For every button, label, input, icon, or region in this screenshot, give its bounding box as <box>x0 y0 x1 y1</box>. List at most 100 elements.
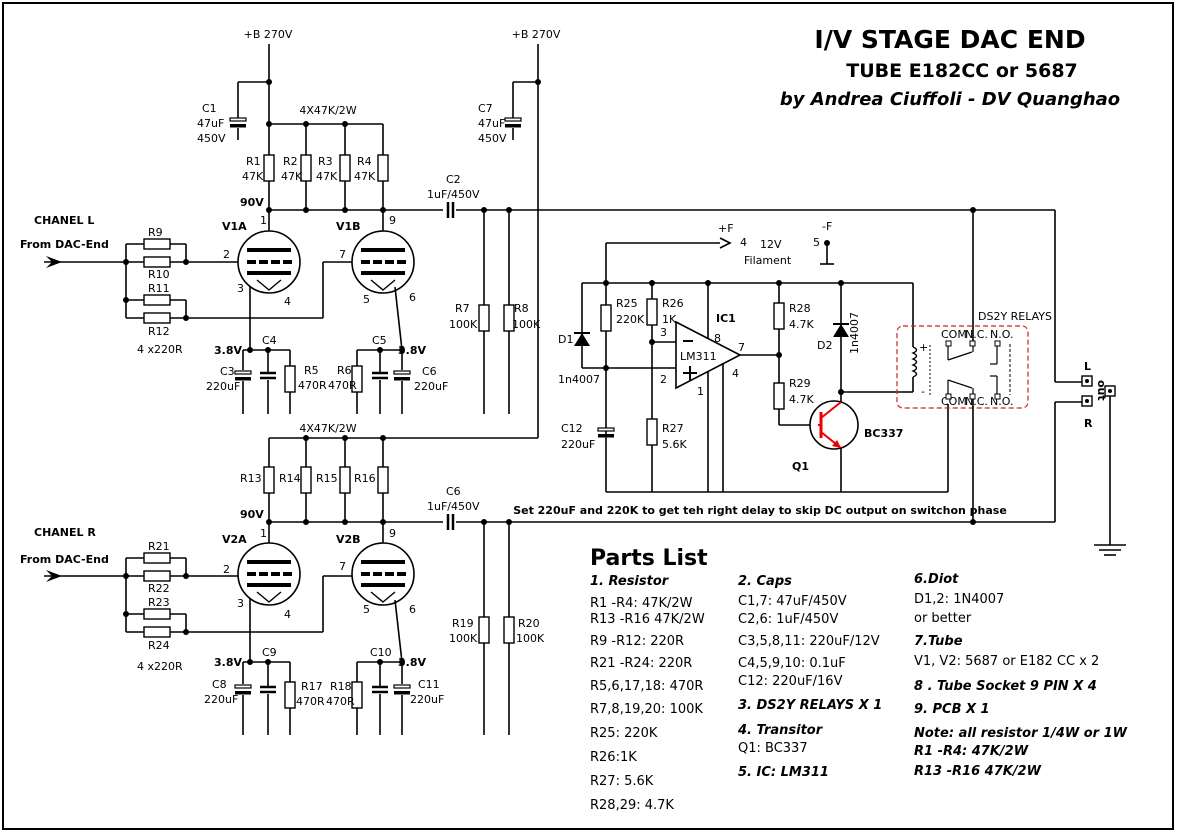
b-plus-right: +B 270V C7 47uF 450V <box>269 28 561 439</box>
resistor-r17 <box>284 681 296 709</box>
cathode-voltage-v2a: 3.8V <box>214 656 242 669</box>
parts-caps-item: C2,6: 1uF/450V <box>738 612 838 627</box>
channel-l-name: CHANEL L <box>34 214 94 227</box>
relay-ds2y: DS2Y RELAYS + - COM N.C. N.O. COM N.C. N… <box>896 210 1126 556</box>
r18-value: 470R <box>326 695 355 708</box>
cap-c7 <box>504 117 522 129</box>
minus-f-number: 5 <box>813 236 820 249</box>
ic-pin-3: 3 <box>660 326 667 339</box>
ic-pin-1: 1 <box>697 385 704 398</box>
title-line2: TUBE E182CC or 5687 <box>846 60 1078 82</box>
c1-name: C1 <box>202 102 217 115</box>
pin-5: 5 <box>363 293 370 306</box>
c8-name: C8 <box>212 678 227 691</box>
r7-value: 100K <box>449 318 478 331</box>
r5-name: R5 <box>304 364 319 377</box>
b-plus-right-label: +B 270V <box>512 28 561 41</box>
r12-name: R12 <box>148 325 170 338</box>
r27-value: 5.6K <box>662 438 687 451</box>
channel-r-name: CHANEL R <box>34 526 96 539</box>
tube-v1a <box>237 230 301 294</box>
ic-pin-4: 4 <box>732 367 739 380</box>
parts-tube-item: V1, V2: 5687 or E182 CC x 2 <box>914 654 1099 669</box>
pin-4: 4 <box>284 608 291 621</box>
parts-resistor-item: R7,8,19,20: 100K <box>590 702 703 717</box>
pin-3: 3 <box>237 597 244 610</box>
relay-label: DS2Y RELAYS <box>978 310 1052 323</box>
plate-voltage-l: 90V <box>240 196 264 209</box>
c11-value: 220uF <box>410 693 444 706</box>
parts-socket-heading: 8 . Tube Socket 9 PIN X 4 <box>914 679 1097 694</box>
r13-name: R13 <box>240 472 262 485</box>
parts-resistor-item: R9 -R12: 220R <box>590 634 684 649</box>
d2-value: 1n4007 <box>848 312 861 354</box>
cap-c11 <box>393 684 411 696</box>
r6-name: R6 <box>337 364 352 377</box>
relay-no-bottom: N.O. <box>990 395 1013 408</box>
parts-ic-heading: 5. IC: LM311 <box>738 765 829 780</box>
channel-r: 4X47K/2W R13 R14 R15 R16 90V C6 1uF/450V <box>20 422 1055 735</box>
relay-nc-top: N.C. <box>965 328 988 341</box>
title-line3: by Andrea Ciuffoli - DV Quanghao <box>780 89 1120 110</box>
resistor-r23 <box>143 608 171 620</box>
r22-name: R22 <box>148 582 170 595</box>
resistor-r28 <box>773 302 785 330</box>
ic1-name: IC1 <box>716 312 736 325</box>
plus-f-number: 4 <box>740 236 747 249</box>
c6-name-l: C6 <box>422 365 437 378</box>
parts-caps-item: C4,5,9,10: 0.1uF <box>738 656 846 671</box>
r1-name: R1 <box>246 155 261 168</box>
parts-resistor-item: R13 -R16 47K/2W <box>590 612 705 627</box>
resistor-r25 <box>600 304 612 332</box>
r17-value: 470R <box>296 695 325 708</box>
c1-value2: 450V <box>197 132 226 145</box>
c1-value1: 47uF <box>197 117 224 130</box>
resistor-r19 <box>478 616 490 644</box>
c3-value: 220uF <box>206 380 240 393</box>
r10-name: R10 <box>148 268 170 281</box>
c6-value-l: 220uF <box>414 380 448 393</box>
tube-v1a-label: V1A <box>222 220 247 233</box>
pin-1: 1 <box>260 527 267 540</box>
parts-diode-note: or better <box>914 611 972 626</box>
r18-name: R18 <box>330 680 352 693</box>
resistor-r27 <box>646 418 658 446</box>
parts-resistor-item: R28,29: 4.7K <box>590 798 674 813</box>
r17-name: R17 <box>301 680 323 693</box>
pin-1: 1 <box>260 214 267 227</box>
d1-value: 1n4007 <box>558 373 600 386</box>
relay-nc-bottom: N.C. <box>965 395 988 408</box>
q1-value: BC337 <box>864 427 903 440</box>
r4-value: 47K <box>354 170 376 183</box>
parts-diode-heading: 6.Diot <box>914 572 959 587</box>
resistor-r26 <box>646 298 658 326</box>
plus-f-label: +F <box>718 222 734 235</box>
r8-name: R8 <box>514 302 529 315</box>
r11-name: R11 <box>148 282 170 295</box>
ic1-value: LM311 <box>680 350 717 363</box>
resistor-r16 <box>377 466 389 494</box>
parts-pcb-heading: 9. PCB X 1 <box>914 702 990 717</box>
tube-v2a <box>237 542 301 606</box>
d1-name: D1 <box>558 333 573 346</box>
resistor-r14 <box>300 466 312 494</box>
parts-diode-item: D1,2: 1N4007 <box>914 592 1004 607</box>
c12-value: 220uF <box>561 438 595 451</box>
parts-caps-item: C12: 220uF/16V <box>738 674 843 689</box>
r29-value: 4.7K <box>789 393 814 406</box>
resistor-r7 <box>478 304 490 332</box>
r25-name: R25 <box>616 297 638 310</box>
r28-value: 4.7K <box>789 318 814 331</box>
c9-name: C9 <box>262 646 277 659</box>
d2-name: D2 <box>817 339 832 352</box>
r21-name: R21 <box>148 540 170 553</box>
c7-value2: 450V <box>478 132 507 145</box>
cap-c10 <box>370 685 390 694</box>
channel-l-input: From DAC-End <box>20 238 109 251</box>
r20-value: 100K <box>516 632 545 645</box>
filament-voltage: 12V <box>760 238 782 251</box>
c6-coupling-name: C6 <box>446 485 461 498</box>
c3-name: C3 <box>220 365 235 378</box>
channel-r-input: From DAC-End <box>20 553 109 566</box>
resistor-r5 <box>284 365 296 393</box>
